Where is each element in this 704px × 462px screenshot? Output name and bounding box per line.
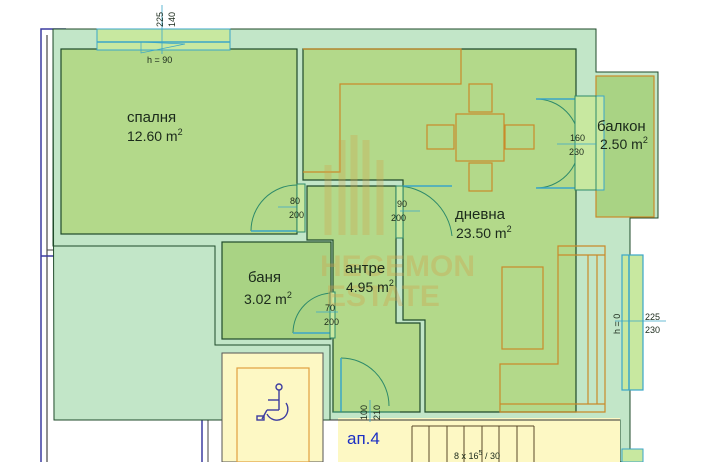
top-window-dim-a: 225 (155, 12, 165, 27)
watermark-line2: ESTATE (326, 280, 440, 313)
dimension-labels: 225 140 h = 90 80 200 90 200 160 230 70 … (147, 12, 660, 461)
room-bedroom (60, 48, 298, 235)
doors[interactable] (250, 95, 597, 422)
bathroom-name: баня (248, 269, 281, 286)
room-labels: спалня 12.60 m2 дневна 23.50 m2 балкон 2… (127, 109, 648, 307)
room-bathroom (221, 241, 332, 340)
living-door-width: 90 (397, 199, 407, 209)
hall-name: антре (345, 260, 385, 277)
balcony-name: балкон (597, 118, 646, 135)
bathroom-area: 3.02 m2 (244, 290, 292, 307)
bedroom-door-height: 200 (289, 210, 304, 220)
hall-area: 4.95 m2 (346, 278, 394, 295)
entry-door-height: 210 (372, 405, 382, 420)
stairs (411, 425, 535, 462)
watermark-line1: HEGEMON (320, 250, 475, 283)
living-name: дневна (455, 206, 506, 223)
entry-door-width: 100 (359, 405, 369, 420)
apartment-label: ап.4 (347, 429, 380, 448)
bedroom-door-width: 80 (290, 196, 300, 206)
top-window[interactable] (96, 5, 231, 54)
balcony-door-height: 230 (569, 147, 584, 157)
top-window-sill: h = 90 (147, 55, 172, 65)
watermark: HEGEMON ESTATE (320, 135, 475, 313)
bedroom-area: 12.60 m2 (127, 127, 183, 144)
right-window[interactable] (615, 254, 666, 391)
furniture (303, 48, 606, 413)
bath-door-height: 200 (324, 317, 339, 327)
bath-door-width: 70 (325, 303, 335, 313)
bedroom-name: спалня (127, 109, 176, 126)
top-window-dim-b: 140 (167, 12, 177, 27)
right-window-sill: h = 0 (612, 314, 622, 334)
living-door-height: 200 (391, 213, 406, 223)
living-area: 23.50 m2 (456, 224, 512, 241)
balcony-door-width: 160 (570, 133, 585, 143)
right-window-dim-b: 230 (645, 325, 660, 335)
stairs-label: 8 x 165 / 30 (454, 450, 500, 461)
right-window-dim-a: 225 (645, 312, 660, 322)
balcony-area: 2.50 m2 (600, 135, 648, 152)
common-area (221, 352, 620, 462)
wheelchair-icon (256, 383, 289, 421)
